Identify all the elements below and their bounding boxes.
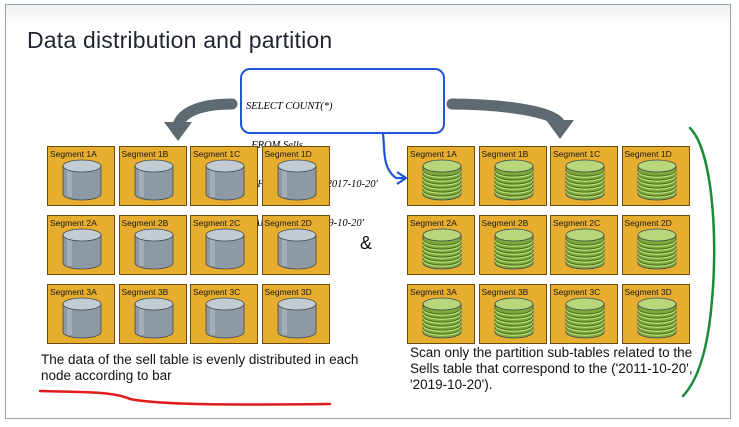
partitioned-disk-icon	[565, 297, 605, 339]
segment-cell: Segment 2C	[550, 215, 618, 275]
partitioned-disk-icon	[494, 297, 533, 339]
segment-cell: Segment 1B	[118, 146, 187, 206]
segment-cell: Segment 2C	[190, 215, 258, 275]
segment-label: Segment 1B	[121, 149, 169, 159]
disk-icon	[277, 159, 316, 201]
segment-cell: Segment 2D	[261, 215, 330, 275]
segment-label: Segment 3C	[553, 287, 601, 297]
segment-label: Segment 3A	[410, 287, 457, 297]
left-note: The data of the sell table is evenly dis…	[41, 352, 359, 383]
right-arrow-head	[546, 120, 574, 139]
partitioned-disk-icon	[565, 228, 605, 270]
disk-icon	[205, 159, 245, 201]
segment-cell: Segment 1D	[261, 146, 330, 206]
segment-label: Segment 2C	[553, 218, 601, 228]
segment-label: Segment 2D	[624, 218, 672, 228]
partitioned-disk-icon	[637, 297, 676, 339]
partitioned-disk-icon	[494, 159, 533, 201]
left-arrow-head	[164, 122, 192, 141]
segment-cell: Segment 3B	[478, 284, 547, 344]
left-curved-arrow	[172, 98, 238, 131]
disk-icon	[62, 297, 102, 339]
segment-label: Segment 3A	[50, 287, 97, 297]
segment-cell: Segment 1D	[621, 146, 690, 206]
segment-cell: Segment 2A	[407, 215, 475, 275]
segment-label: Segment 2D	[264, 218, 312, 228]
red-underline	[38, 389, 332, 406]
sql-query-box	[240, 68, 445, 134]
disk-icon	[134, 228, 173, 270]
segment-label: Segment 1D	[264, 149, 312, 159]
segment-cell: Segment 3A	[407, 284, 475, 344]
segment-label: Segment 1C	[553, 149, 601, 159]
segment-cell: Segment 3C	[550, 284, 618, 344]
segment-label: Segment 1A	[50, 149, 97, 159]
segment-cell: Segment 1A	[407, 146, 475, 206]
segment-cell: Segment 3D	[261, 284, 330, 344]
partitioned-disk-icon	[422, 297, 462, 339]
partitioned-disk-icon	[422, 228, 462, 270]
segment-label: Segment 1A	[410, 149, 457, 159]
segment-cell: Segment 2A	[47, 215, 115, 275]
right-note: Scan only the partition sub-tables relat…	[410, 345, 693, 392]
segment-cell: Segment 1C	[550, 146, 618, 206]
partitioned-disk-icon	[422, 159, 462, 201]
disk-icon	[205, 228, 245, 270]
segment-cell: Segment 1C	[190, 146, 258, 206]
segment-label: Segment 1C	[193, 149, 241, 159]
disk-icon	[277, 297, 316, 339]
segment-cell: Segment 2D	[621, 215, 690, 275]
segment-label: Segment 3D	[624, 287, 672, 297]
segment-label: Segment 3D	[264, 287, 312, 297]
disk-icon	[134, 297, 173, 339]
segment-label: Segment 2A	[410, 218, 457, 228]
disk-icon	[277, 228, 316, 270]
segment-label: Segment 3B	[121, 287, 169, 297]
ampersand: &	[360, 233, 373, 253]
partitioned-disk-icon	[494, 228, 533, 270]
segment-label: Segment 3B	[481, 287, 529, 297]
segment-label: Segment 2B	[121, 218, 169, 228]
sql-line-2: FROM Sells	[246, 139, 378, 152]
segment-label: Segment 2B	[481, 218, 529, 228]
segment-cell: Segment 1B	[478, 146, 547, 206]
segment-cell: Segment 3C	[190, 284, 258, 344]
segment-cell: Segment 3B	[118, 284, 187, 344]
slide-title: Data distribution and partition	[27, 27, 333, 53]
partitioned-disk-icon	[637, 228, 676, 270]
disk-icon	[205, 297, 245, 339]
partitioned-disk-icon	[565, 159, 605, 201]
segment-cell: Segment 2B	[118, 215, 187, 275]
segment-label: Segment 1D	[624, 149, 672, 159]
segment-label: Segment 1B	[481, 149, 529, 159]
segment-cell: Segment 3A	[47, 284, 115, 344]
disk-icon	[134, 159, 173, 201]
disk-icon	[62, 228, 102, 270]
segment-cell: Segment 1A	[47, 146, 115, 206]
segment-label: Segment 2A	[50, 218, 97, 228]
blue-connector-arrowhead	[396, 171, 408, 185]
segment-cell: Segment 3D	[621, 284, 690, 344]
segment-cell: Segment 2B	[478, 215, 547, 275]
green-bracket	[681, 126, 716, 398]
disk-icon	[62, 159, 102, 201]
right-curved-arrow	[446, 98, 566, 130]
partitioned-disk-icon	[637, 159, 676, 201]
sql-line-1: SELECT COUNT(*)	[246, 101, 333, 112]
segment-label: Segment 2C	[193, 218, 241, 228]
blue-connector-arrow	[381, 133, 404, 180]
segment-label: Segment 3C	[193, 287, 241, 297]
